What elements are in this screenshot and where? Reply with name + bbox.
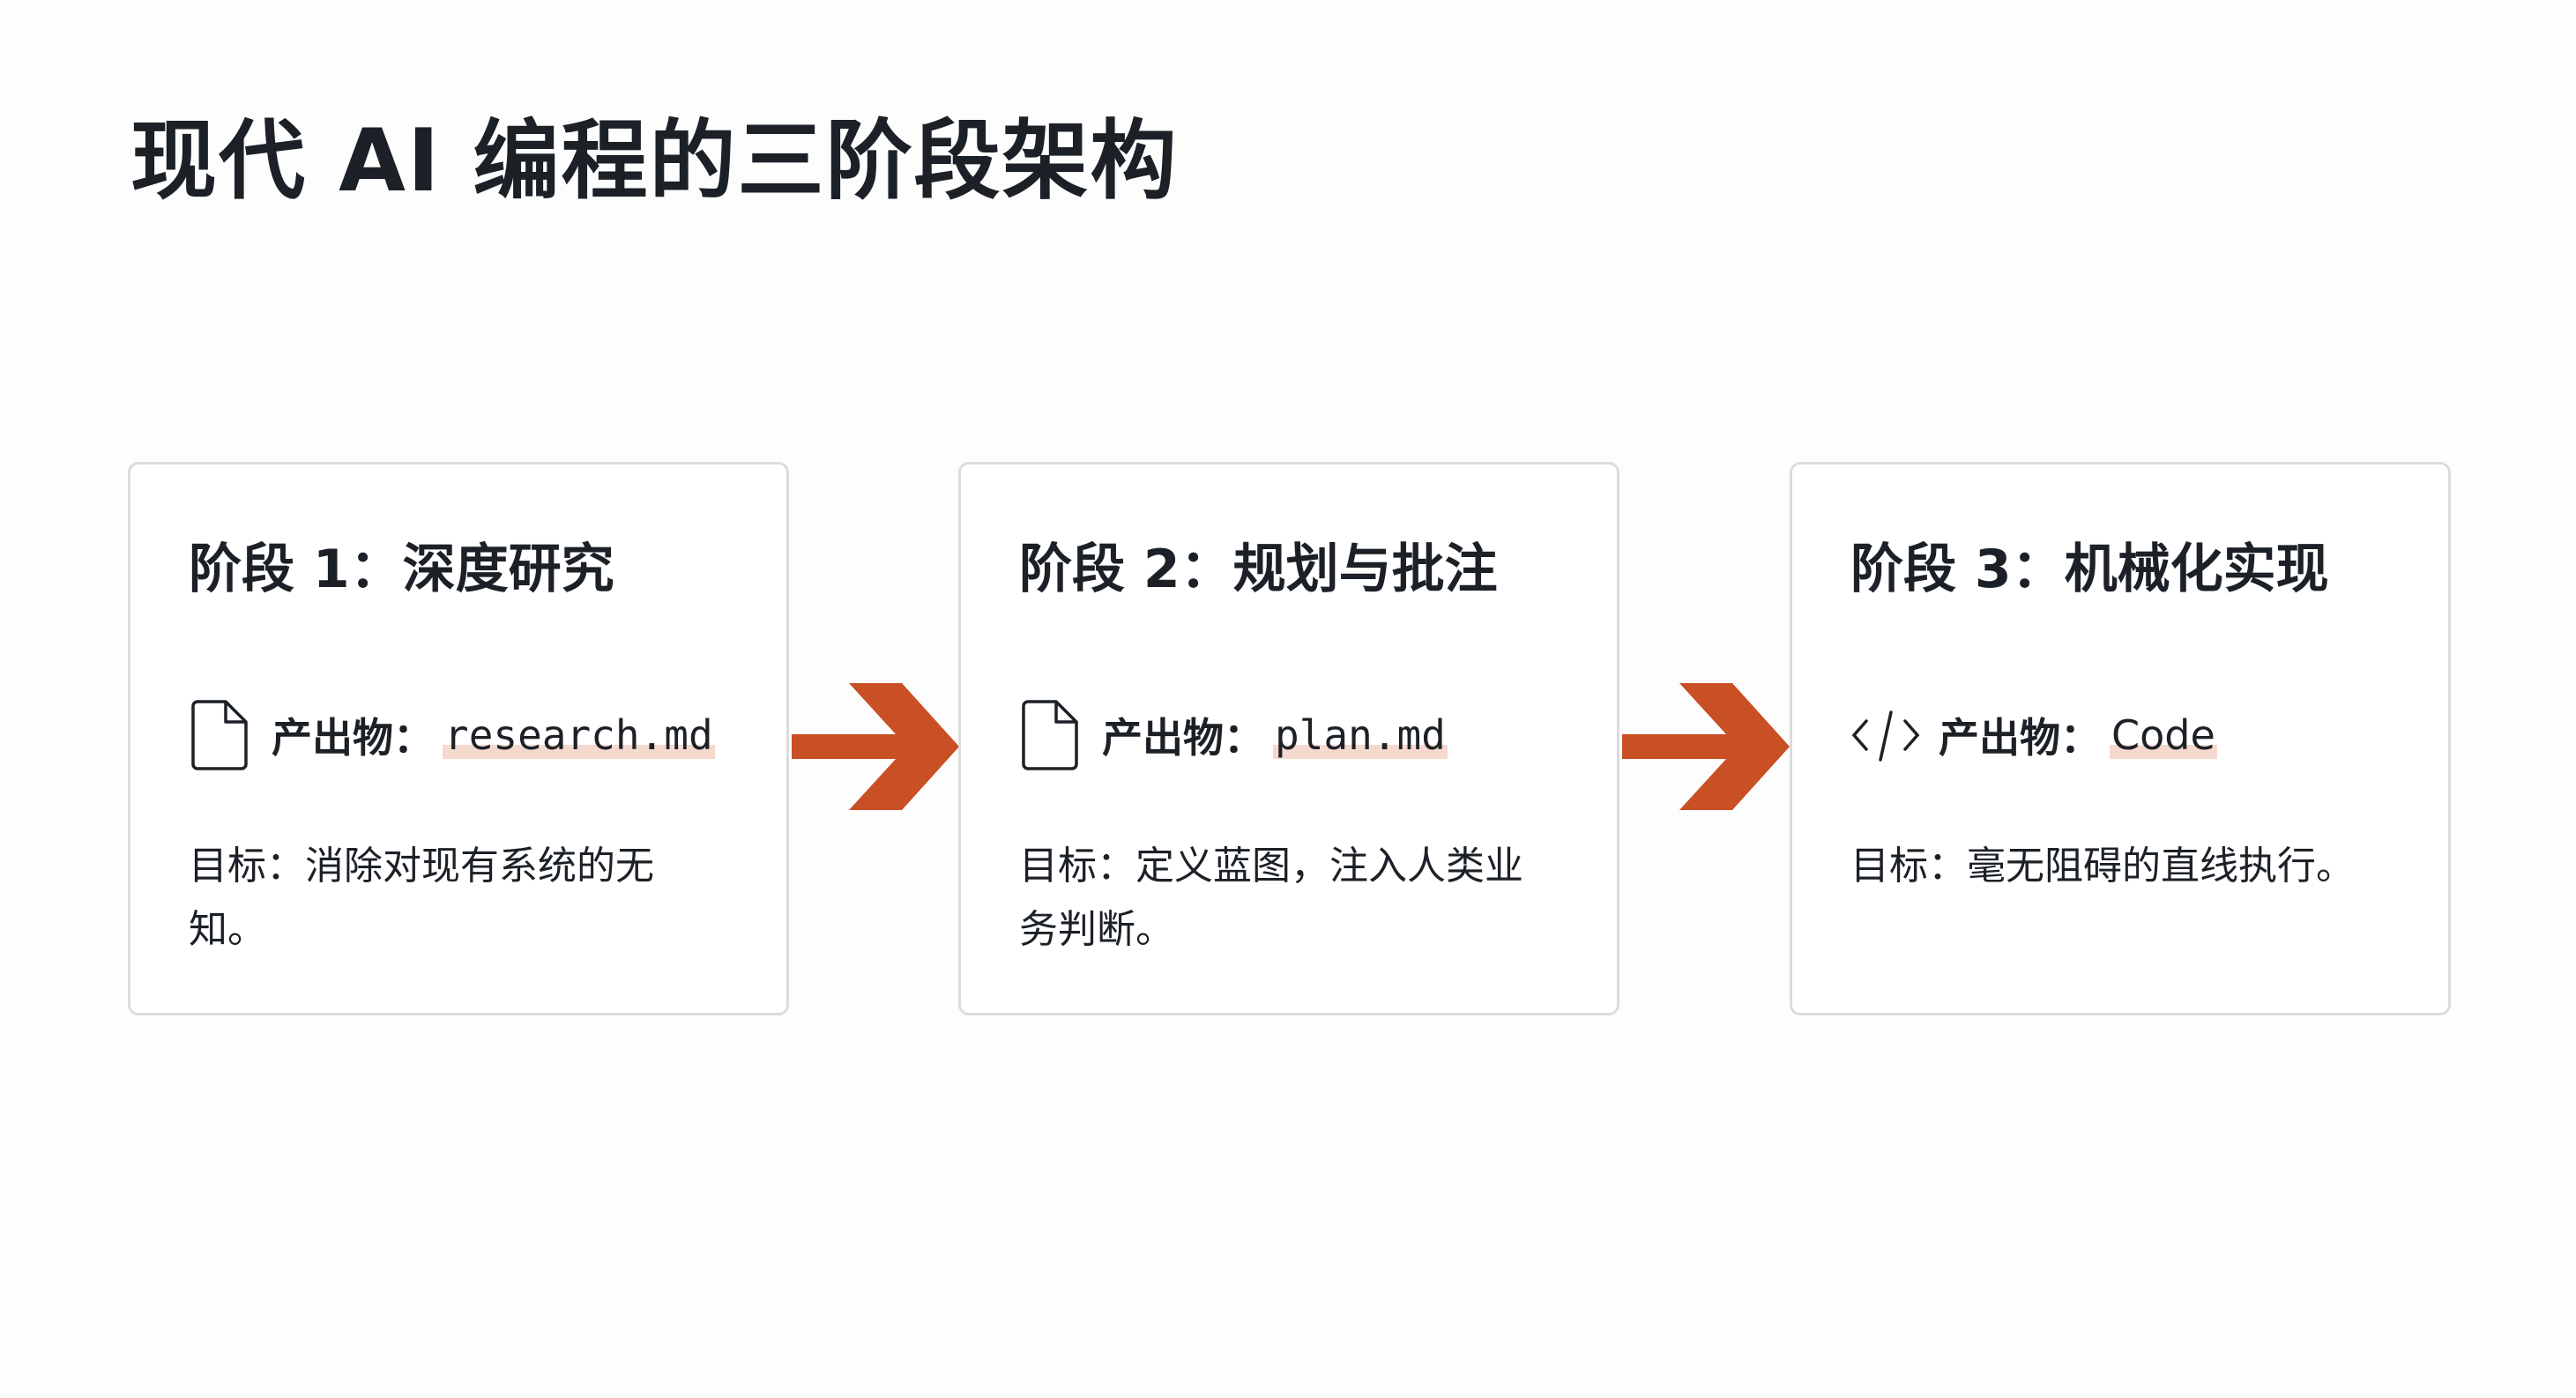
artifact-label: 产出物： — [1939, 714, 2101, 762]
artifact-label: 产出物： — [1102, 714, 1264, 762]
page-title: 现代 AI 编程的三阶段架构 — [130, 111, 1179, 212]
stage-goal: 目标：定义蓝图，注入人类业务判断。 — [1019, 844, 1523, 952]
artifact-row: 产出物： plan.md — [1019, 698, 1448, 772]
artifact-row: 产出物： Code — [1850, 698, 2217, 772]
code-icon — [1850, 698, 1921, 772]
stage-title: 阶段 3：机械化实现 — [1850, 539, 2329, 600]
stage-goal: 目标：毫无阻碍的直线执行。 — [1850, 844, 2355, 889]
artifact-row: 产出物： research.md — [189, 698, 715, 772]
stage-goal: 目标：消除对现有系统的无知。 — [189, 844, 654, 952]
artifact-value: Code — [2110, 711, 2217, 759]
stage-card-1: 阶段 1：深度研究 产出物： research.md 目标：消除对现有系统的无知… — [128, 462, 789, 1015]
artifact-value: research.md — [443, 711, 715, 759]
stage-title: 阶段 1：深度研究 — [189, 539, 614, 600]
arrow-right-icon — [792, 683, 959, 810]
file-icon — [1019, 698, 1081, 772]
stage-card-2: 阶段 2：规划与批注 产出物： plan.md 目标：定义蓝图，注入人类业务判断… — [958, 462, 1619, 1015]
file-icon — [189, 698, 250, 772]
artifact-label: 产出物： — [272, 714, 434, 762]
stage-title: 阶段 2：规划与批注 — [1019, 539, 1498, 600]
artifact-value: plan.md — [1273, 711, 1448, 759]
arrow-right-icon — [1622, 683, 1790, 810]
stage-card-3: 阶段 3：机械化实现 产出物： Code 目标：毫无阻碍的直线执行。 — [1790, 462, 2451, 1015]
